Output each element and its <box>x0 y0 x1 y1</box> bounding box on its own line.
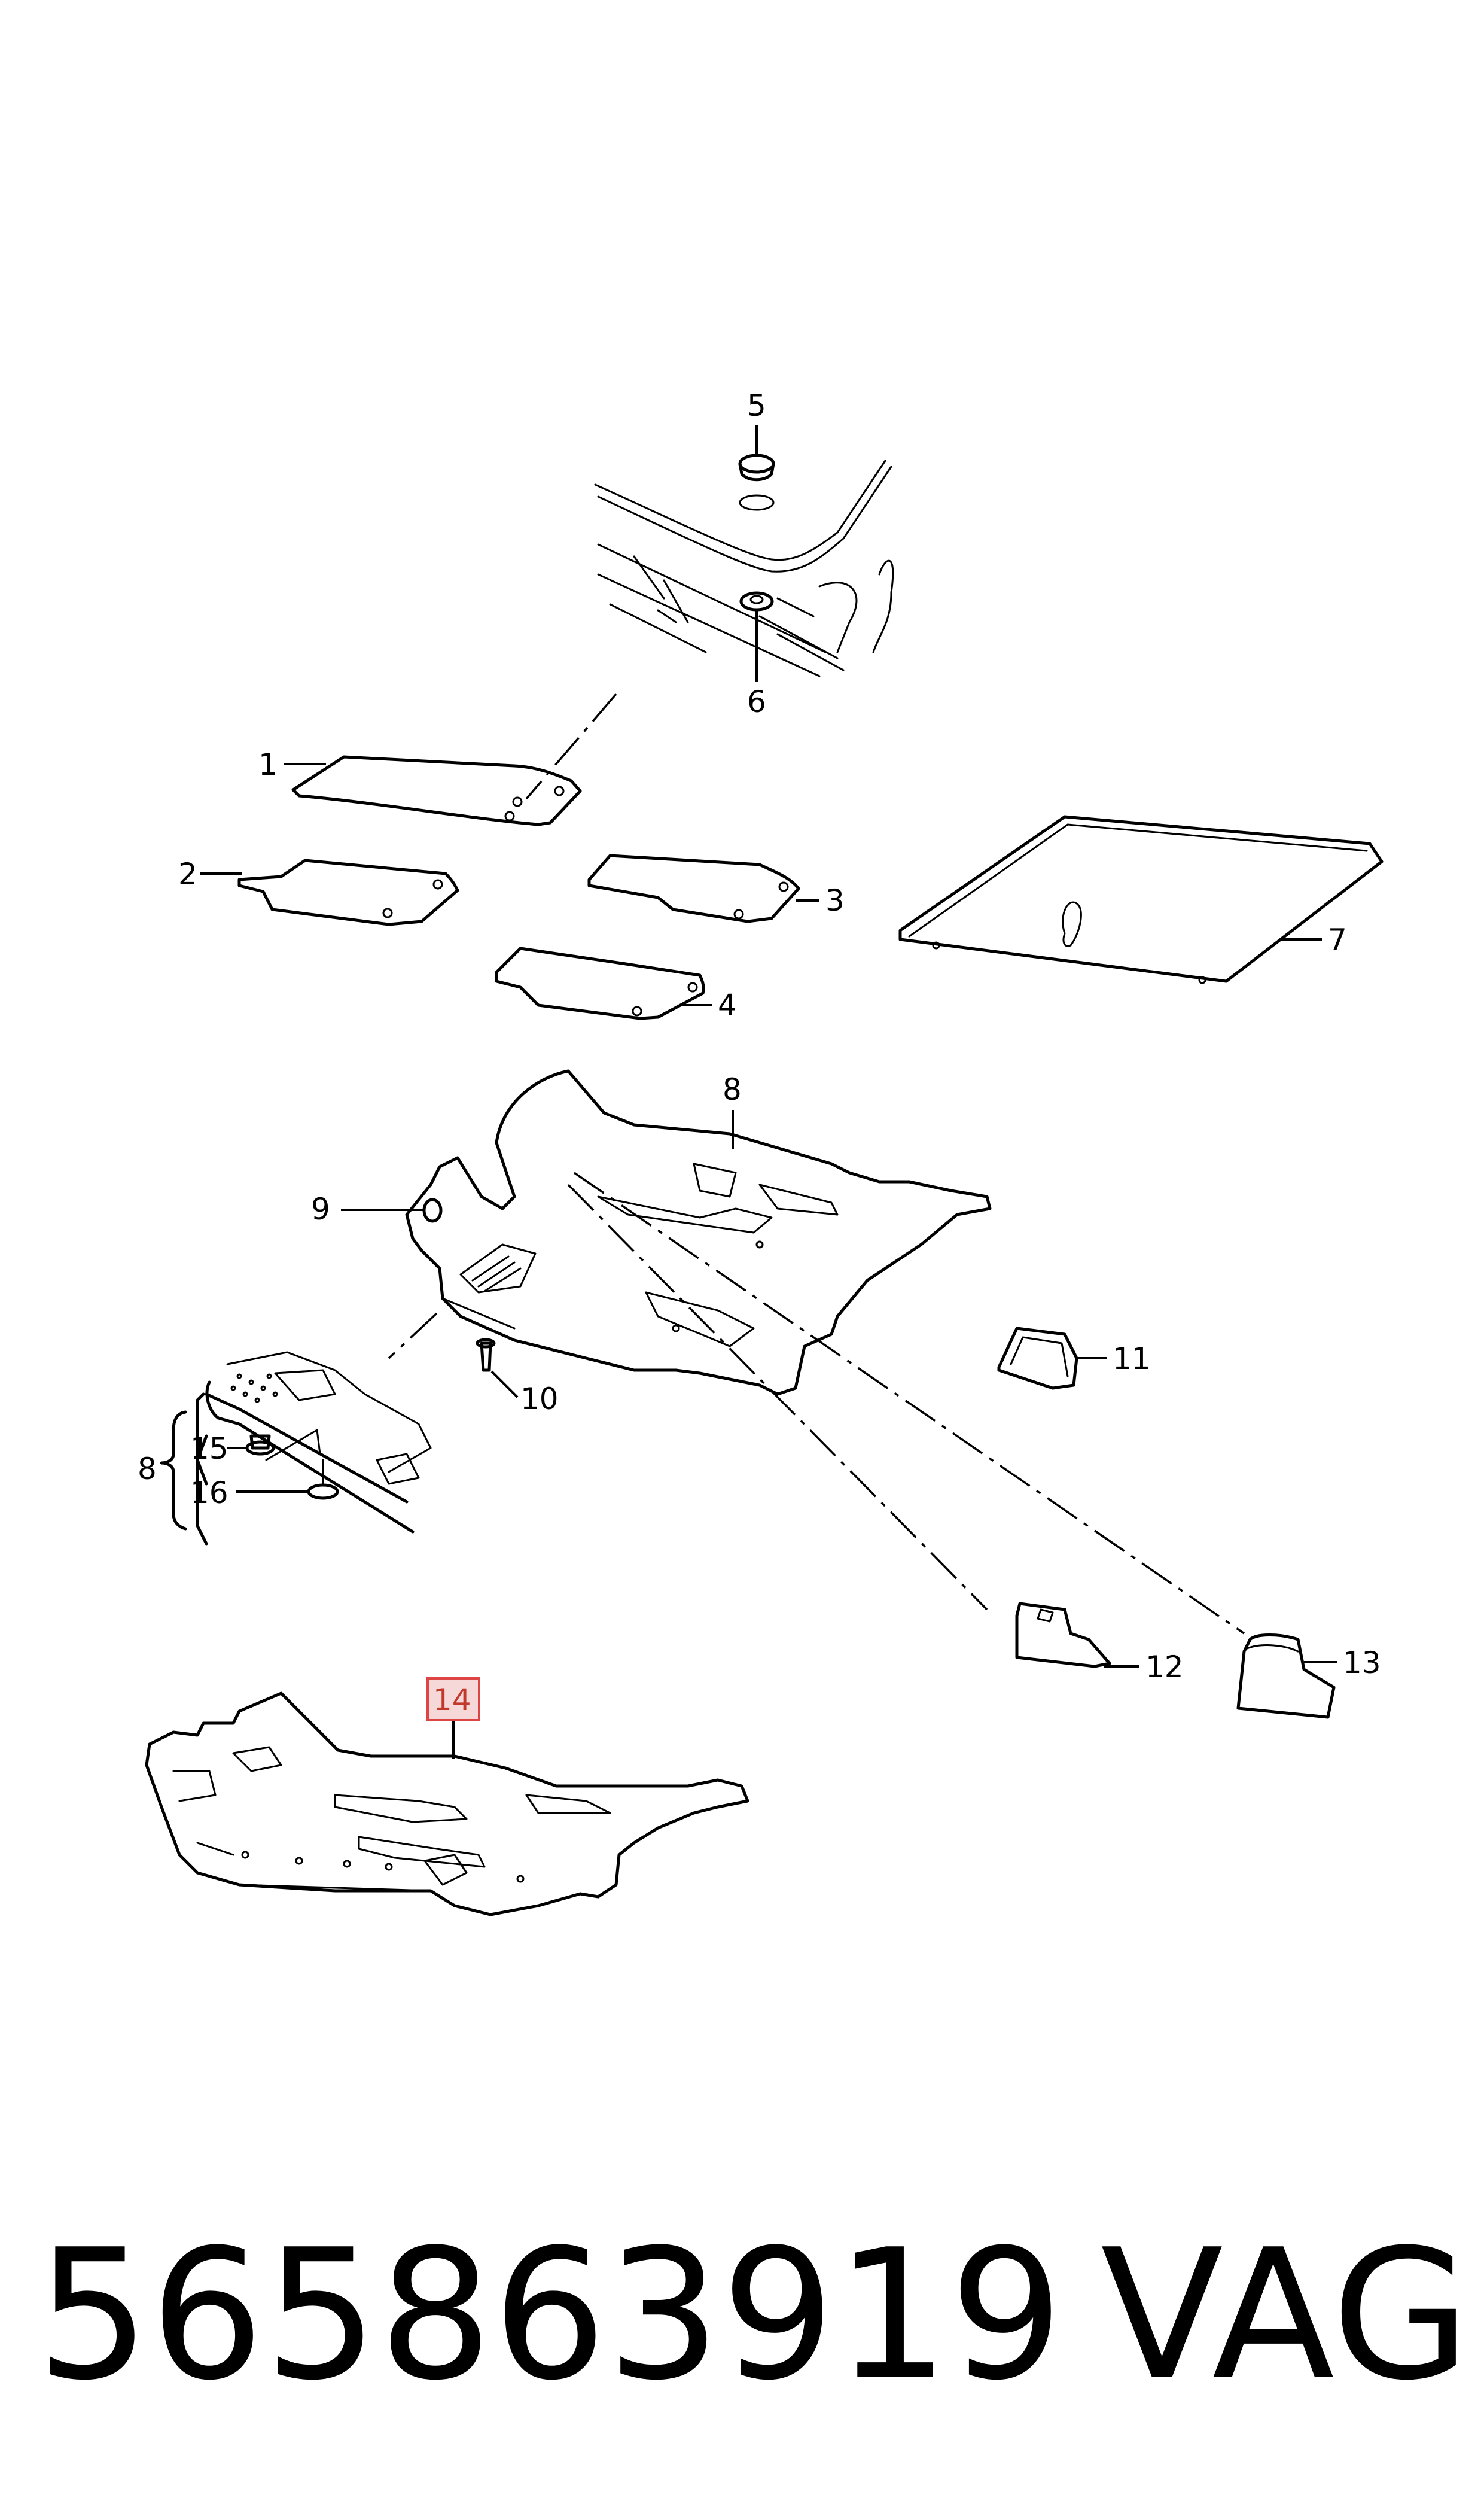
callout-16: 16 <box>190 1475 228 1510</box>
callout-6: 6 <box>747 684 766 719</box>
nut-15-icon <box>227 1429 321 1461</box>
clip-6-icon <box>739 591 774 682</box>
floor-panel-drawing <box>594 460 894 677</box>
cover-13 <box>574 1172 1337 1719</box>
floor-carpet-detail-8 <box>196 1351 432 1546</box>
floor-mat-2 <box>200 859 459 926</box>
callout-5: 5 <box>747 388 766 423</box>
cover-11 <box>997 1327 1107 1390</box>
cover-12 <box>567 1184 1139 1668</box>
clip-5-icon <box>738 425 775 511</box>
floor-mat-4 <box>495 947 712 1020</box>
callout-13: 13 <box>1343 1645 1381 1680</box>
clip-9-icon <box>341 1198 443 1223</box>
callout-4: 4 <box>718 988 737 1023</box>
floor-mat-3 <box>587 854 819 923</box>
floor-carpet-8 <box>405 1069 992 1396</box>
callout-9: 9 <box>311 1192 330 1227</box>
luggage-mat-7 <box>898 815 1384 984</box>
callout-10: 10 <box>520 1382 559 1416</box>
callout-15: 15 <box>190 1431 228 1466</box>
callout-14-highlight <box>426 1677 480 1759</box>
bracket-8 <box>160 1410 187 1531</box>
brand-label: VAG <box>1101 2211 1471 2420</box>
callout-14: 14 <box>433 1683 471 1717</box>
fit-line-carpet <box>388 1312 438 1359</box>
clip-16-icon <box>236 1459 339 1500</box>
callout-2: 2 <box>178 857 197 892</box>
callout-8-detail: 8 <box>138 1452 157 1486</box>
callout-8: 8 <box>723 1072 742 1107</box>
callout-12: 12 <box>1145 1650 1184 1684</box>
floor-mat-1 <box>284 693 617 826</box>
screw-10-icon <box>476 1338 519 1398</box>
part-number: 565863919 <box>36 2211 1064 2420</box>
callout-11: 11 <box>1113 1341 1151 1376</box>
floor-carpet-14 <box>145 1691 749 1916</box>
callout-7: 7 <box>1328 923 1347 957</box>
callout-1: 1 <box>258 747 278 782</box>
callout-3: 3 <box>825 883 845 918</box>
